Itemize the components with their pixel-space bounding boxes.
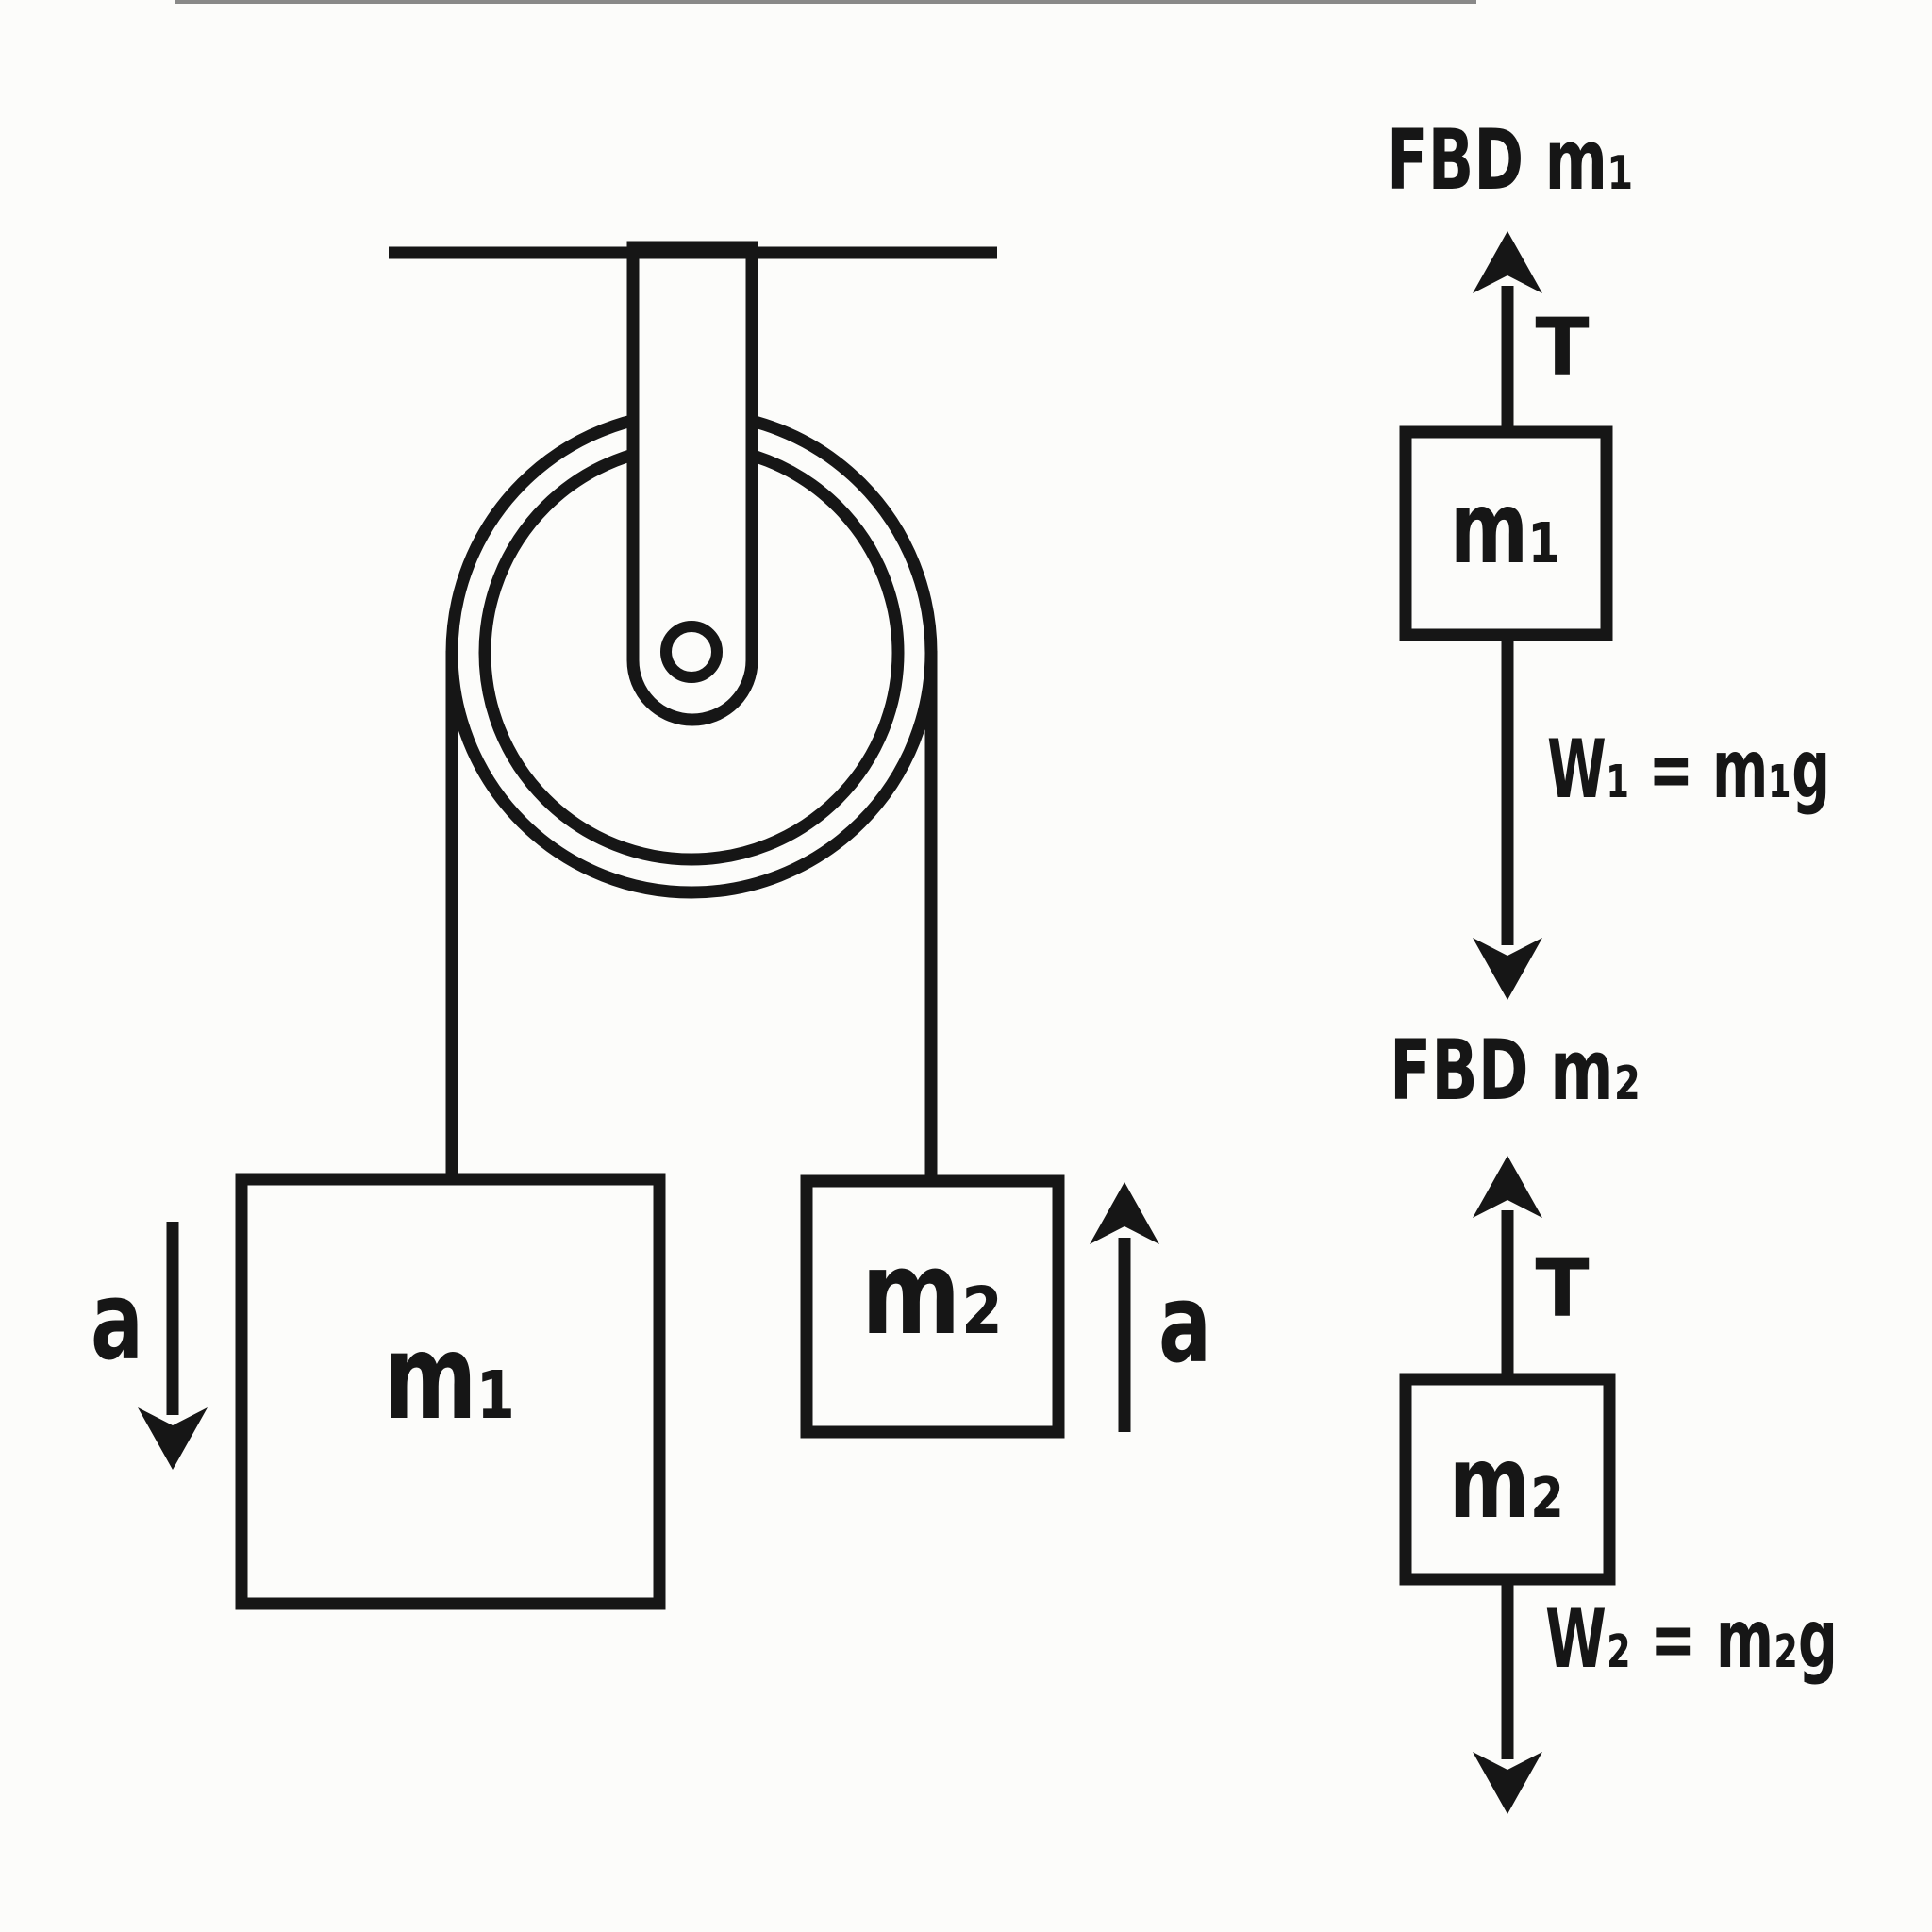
fbd2-weight-label: W₂ = m₂g <box>1545 1592 1838 1687</box>
accel-arrow-right: a <box>1090 1182 1211 1432</box>
fbd-mass1: FBD m₁ T m₁ W₁ = m₁g <box>1387 111 1830 1000</box>
fbd1-weight-arrowhead-down-icon <box>1473 938 1542 1000</box>
fbd1-tension-arrowhead-up-icon <box>1473 231 1542 293</box>
fbd2-mass-label: m₂ <box>1449 1425 1564 1541</box>
mass2-label: m₂ <box>861 1226 1003 1360</box>
mass2: m₂ <box>800 1174 1065 1439</box>
mass1-label: m₁ <box>384 1309 516 1446</box>
fbd1-mass-label: m₁ <box>1450 471 1561 586</box>
fbd2-tension-label: T <box>1535 1242 1589 1335</box>
fbd-mass2: FBD m₂ T m₂ W₂ = m₂g <box>1390 1022 1838 1814</box>
scan-artifact-top <box>175 0 1476 4</box>
accel-arrow-left: a <box>91 1222 208 1470</box>
pulley-bracket <box>626 241 758 726</box>
fbd1-title: FBD m₁ <box>1387 111 1634 208</box>
mass1: m₁ <box>235 1173 666 1610</box>
accel-right-label: a <box>1158 1261 1211 1388</box>
pulley-assembly <box>389 241 997 1183</box>
accel-arrow-right-up-icon <box>1090 1182 1159 1244</box>
mass2-box <box>800 1174 1065 1439</box>
fbd1-weight-label: W₁ = m₁g <box>1547 723 1830 817</box>
fbd1-tension-label: T <box>1535 301 1589 393</box>
fbd2-title: FBD m₂ <box>1390 1022 1641 1119</box>
mass1-box <box>235 1173 666 1610</box>
pulley-axle-hole <box>660 621 723 683</box>
accel-left-label: a <box>91 1258 143 1385</box>
fbd2-weight-arrowhead-down-icon <box>1473 1752 1542 1814</box>
fbd2-tension-arrowhead-up-icon <box>1473 1156 1542 1218</box>
accel-arrow-left-down-icon <box>138 1407 208 1470</box>
